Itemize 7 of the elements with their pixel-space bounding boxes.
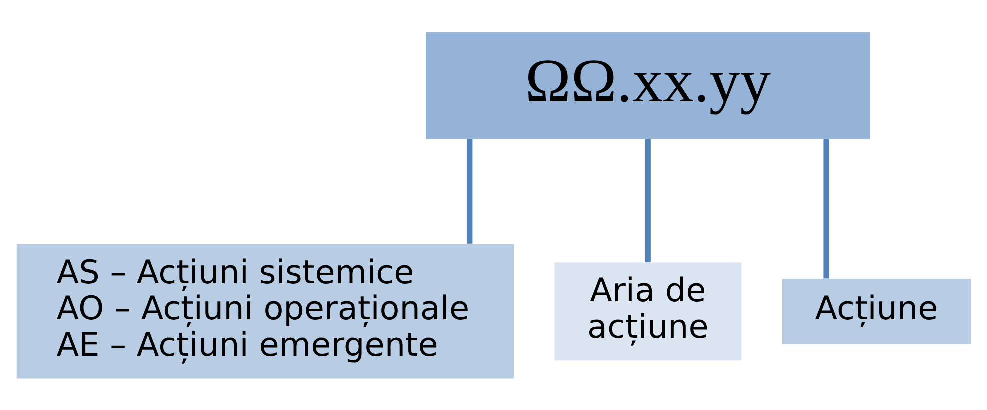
connector xyxy=(466,138,472,244)
node-box: Acțiune xyxy=(782,278,971,344)
connector xyxy=(823,138,829,278)
node-box: Aria de acțiune xyxy=(554,262,742,360)
node-box: AS – Acțiuni sistemice AO – Acțiuni operaționale AE – Acțiuni emergente xyxy=(16,244,514,378)
connector xyxy=(644,138,650,262)
node-box: ΩΩ.xx.yy xyxy=(425,32,870,139)
